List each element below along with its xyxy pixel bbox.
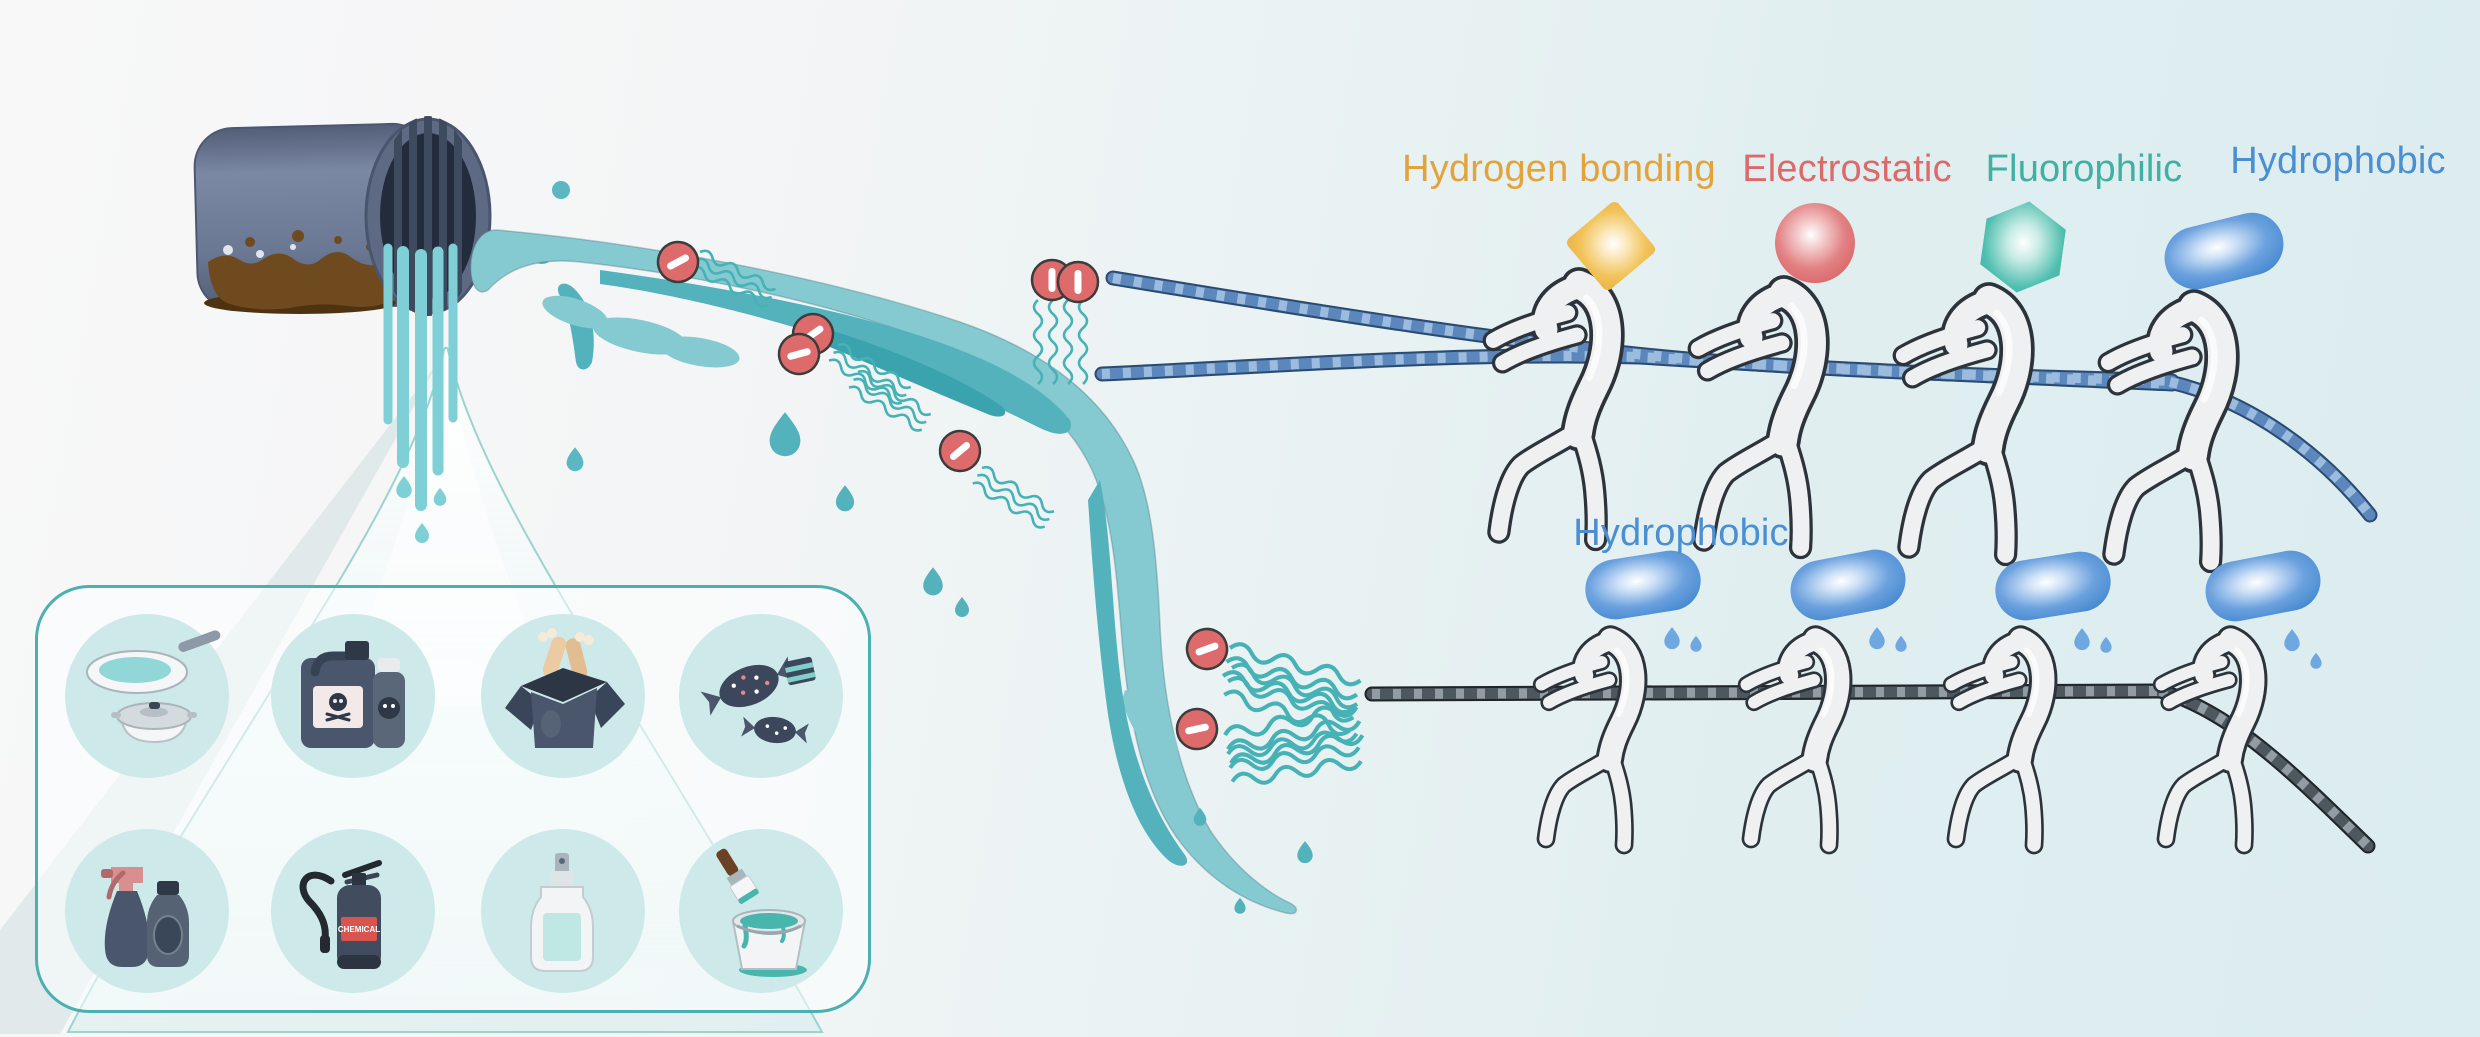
hydrophobic-capsule-icon <box>1581 546 1705 624</box>
source-personal-care <box>481 829 645 993</box>
bottom-rope-pollutants <box>1172 622 1364 787</box>
spray-bottle-icon <box>101 867 189 967</box>
takeout-box-icon <box>505 628 625 748</box>
label-hydrophobic-top: Hydrophobic <box>2230 140 2446 182</box>
figure-top-4 <box>2108 307 2222 562</box>
source-takeout-food <box>481 614 645 778</box>
label-fluorophilic: Fluorophilic <box>1985 148 2183 190</box>
source-cleaning-products <box>65 829 229 993</box>
figure-top-1 <box>1493 285 1607 540</box>
source-toxic-chemicals <box>271 614 435 778</box>
paint-bucket-icon <box>716 848 807 977</box>
label-electrostatic: Electrostatic <box>1742 148 1952 190</box>
lotion-bottle-icon <box>530 853 594 972</box>
stream-dark-band <box>1088 480 1188 866</box>
figure-bottom-1 <box>1542 640 1634 846</box>
pollutant-particle <box>1172 704 1222 754</box>
pollution-sources-panel: CHEMICAL <box>35 585 871 1013</box>
extinguisher-label: CHEMICAL <box>338 925 380 934</box>
source-frying-pan-and-pot <box>65 614 229 778</box>
pollutant-particle <box>930 421 990 481</box>
fluorophilic-hexagon-icon <box>1980 201 2066 293</box>
frying-pan-icon <box>86 630 221 744</box>
stream-dark-band <box>825 330 1006 417</box>
source-candy-wrappers <box>679 614 843 778</box>
pollutant-particle <box>1180 622 1234 676</box>
source-paint <box>679 829 843 993</box>
figure-top-3 <box>1903 300 2017 555</box>
figure-top-2 <box>1698 293 1812 548</box>
label-hydrophobic-middle: Hydrophobic <box>1573 512 1789 554</box>
pollutant-particle <box>1056 260 1100 304</box>
stream-dark-band <box>600 270 1071 434</box>
label-hydrogen-bonding: Hydrogen bonding <box>1402 148 1716 190</box>
waste-pipe <box>193 116 594 543</box>
pipe-sludge <box>204 230 396 314</box>
source-fire-extinguisher: CHEMICAL <box>271 829 435 993</box>
figure-bottom-2 <box>1747 640 1839 846</box>
hydrogen-bonding-diamond-icon <box>1566 201 1656 291</box>
fire-extinguisher-icon: CHEMICAL <box>299 860 382 969</box>
electrostatic-sphere-icon <box>1775 203 1855 283</box>
chemical-jug-icon <box>301 641 405 748</box>
figure-bottom-3 <box>1952 640 2044 846</box>
pipe-water-drips <box>383 243 458 511</box>
hydrophobic-capsule-icon <box>2157 206 2291 296</box>
candy-icon <box>700 656 816 744</box>
figure-bottom-4 <box>2162 640 2254 846</box>
